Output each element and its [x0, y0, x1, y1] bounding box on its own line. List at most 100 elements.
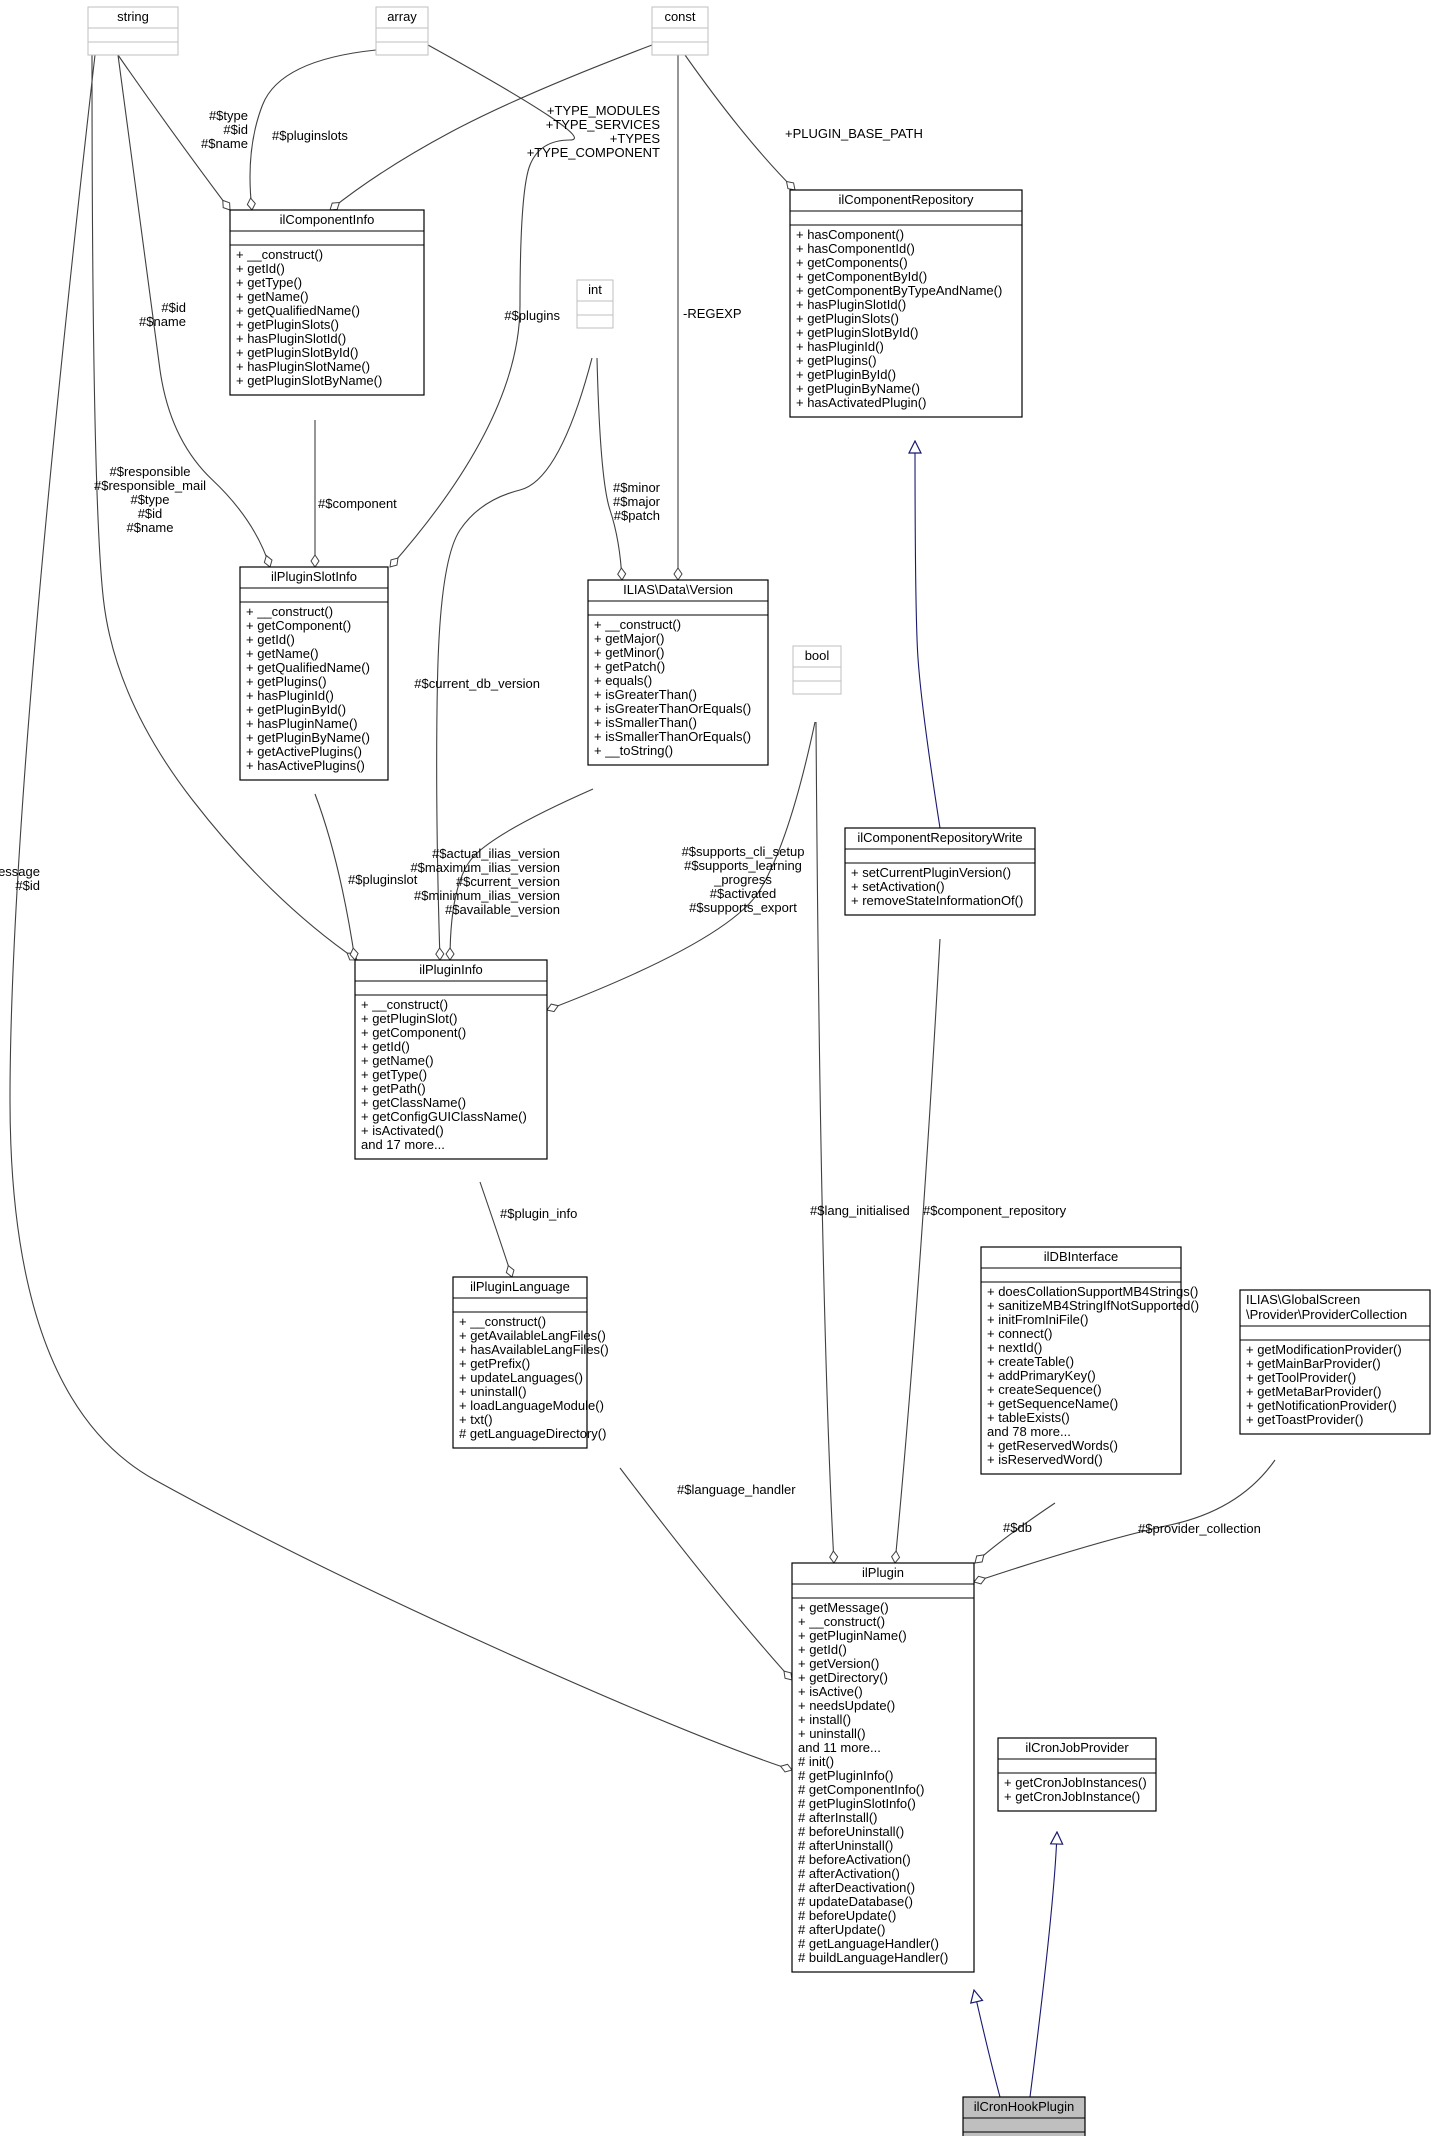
class-member: # afterUpdate()	[798, 1922, 885, 1937]
edge-e-lang-plugin	[619, 1467, 793, 1681]
class-member: + hasPluginSlotId()	[236, 331, 346, 346]
edge-label-line: -REGEXP	[683, 306, 742, 321]
class-box	[962, 2096, 1086, 2136]
class-member: + getQualifiedName()	[236, 303, 360, 318]
edge-label-line: #$plugins	[504, 308, 560, 323]
edge-e-db-plugin	[974, 1502, 1056, 1564]
edge-label: #$type#$id#$name	[201, 108, 248, 151]
class-node-ilComponentRepositoryWrite[interactable]: + setCurrentPluginVersion()+ setActivati…	[844, 827, 1036, 916]
edge-label: #$db	[1003, 1520, 1032, 1535]
class-node-Version[interactable]: + __construct()+ getMajor()+ getMinor()+…	[587, 579, 769, 766]
class-member: + __construct()	[459, 1314, 546, 1329]
class-member: # afterDeactivation()	[798, 1880, 915, 1895]
class-member: # buildLanguageHandler()	[798, 1950, 948, 1965]
edge-label: #$plugin_info	[500, 1206, 577, 1221]
class-member: + getConfigGUIClassName()	[361, 1109, 527, 1124]
class-member: + getPrefix()	[459, 1356, 530, 1371]
class-box	[229, 209, 425, 396]
class-node-ilCronJobProvider[interactable]: + getCronJobInstances()+ getCronJobInsta…	[997, 1737, 1157, 1812]
class-node-ilComponentInfo[interactable]: + __construct()+ getId()+ getType()+ get…	[229, 209, 425, 396]
edge-label-line: #$type	[209, 108, 248, 123]
class-name: ilCronHookPlugin	[974, 2099, 1074, 2114]
class-name: ilPluginSlotInfo	[271, 569, 357, 584]
class-member: + hasComponent()	[796, 227, 904, 242]
class-node-ilComponentRepository[interactable]: + hasComponent()+ hasComponentId()+ getC…	[789, 189, 1023, 418]
class-member: + equals()	[594, 673, 652, 688]
class-member: + hasPluginSlotId()	[796, 297, 906, 312]
class-node-const[interactable]: const	[651, 6, 709, 56]
class-member: + initFromIniFile()	[987, 1312, 1089, 1327]
class-member: + uninstall()	[459, 1384, 527, 1399]
class-member: + createTable()	[987, 1354, 1074, 1369]
edge-label: #$id#$name	[139, 300, 186, 329]
class-member: + __construct()	[236, 247, 323, 262]
class-member: + getAvailableLangFiles()	[459, 1328, 606, 1343]
class-node-ilCronHookPlugin[interactable]: ilCronHookPlugin	[962, 2096, 1086, 2136]
edge-label: +PLUGIN_BASE_PATH	[785, 126, 923, 141]
class-member: + __construct()	[798, 1614, 885, 1629]
edge-label-line: #$major	[613, 494, 661, 509]
edge-e-bool-plugininfo	[546, 721, 816, 1013]
class-member: + hasPluginName()	[246, 716, 358, 731]
class-node-string[interactable]: string	[87, 6, 179, 56]
class-member: + getMessage()	[798, 1600, 889, 1615]
class-name: ilPluginInfo	[419, 962, 483, 977]
edge-label: #$responsible#$responsible_mail#$type#$i…	[94, 464, 206, 535]
edge-label-line: +TYPE_COMPONENT	[527, 145, 660, 160]
class-member: + install()	[798, 1712, 851, 1727]
class-member: # getLanguageHandler()	[798, 1936, 939, 1951]
class-node-bool[interactable]: bool	[792, 645, 842, 695]
edge-e-cronprov-cron	[1029, 1832, 1057, 2098]
class-member: + setActivation()	[851, 879, 945, 894]
class-member: # afterInstall()	[798, 1810, 877, 1825]
edge-label: #$pluginslot	[348, 872, 418, 887]
edge-e-bool-plugin	[815, 721, 839, 1564]
class-member: + getCronJobInstances()	[1004, 1775, 1147, 1790]
class-box	[789, 189, 1023, 418]
class-node-array[interactable]: array	[375, 6, 429, 56]
class-node-ilPluginSlotInfo[interactable]: + __construct()+ getComponent()+ getId()…	[239, 566, 389, 781]
class-member: # getComponentInfo()	[798, 1782, 924, 1797]
edge-label-line: #$responsible	[110, 464, 191, 479]
class-member: + getPluginById()	[246, 702, 346, 717]
class-member: + nextId()	[987, 1340, 1042, 1355]
class-member: + getId()	[246, 632, 295, 647]
class-node-ProviderCollection[interactable]: + getModificationProvider()+ getMainBarP…	[1239, 1289, 1431, 1435]
class-name: array	[387, 9, 417, 24]
class-node-ilPluginLanguage[interactable]: + __construct()+ getAvailableLangFiles()…	[452, 1276, 609, 1449]
edge-label-line: #$plugin_info	[500, 1206, 577, 1221]
class-member: # afterUninstall()	[798, 1838, 893, 1853]
class-node-int[interactable]: int	[576, 279, 614, 329]
edge-label-line: #$name	[139, 314, 186, 329]
class-member: + getMetaBarProvider()	[1246, 1384, 1381, 1399]
edge-label-line: #$pluginslots	[272, 128, 348, 143]
edge-label: #$lang_initialised	[810, 1203, 910, 1218]
class-member: + hasPluginSlotName()	[236, 359, 370, 374]
class-member: + getPluginSlotByName()	[236, 373, 382, 388]
class-member: + txt()	[459, 1412, 493, 1427]
class-member: + getComponentByTypeAndName()	[796, 283, 1002, 298]
edge-label: -REGEXP	[683, 306, 742, 321]
edge-e-const-compinfo	[329, 44, 653, 211]
edge-label-line: #$type	[130, 492, 169, 507]
edge-label-line: +TYPE_SERVICES	[546, 117, 661, 132]
edge-label: #$component_repository	[923, 1203, 1067, 1218]
edge-label-line: #$message	[0, 864, 40, 879]
class-member: + getSequenceName()	[987, 1396, 1118, 1411]
class-box	[375, 6, 429, 56]
class-box	[587, 579, 769, 766]
class-name: ilComponentRepository	[838, 192, 974, 207]
edge-label-line: #$language_handler	[677, 1482, 796, 1497]
edge-e-prov-plugin	[973, 1459, 1276, 1585]
class-member: + getActivePlugins()	[246, 744, 362, 759]
class-box	[651, 6, 709, 56]
edge-e-slot-plugininfo	[314, 793, 359, 961]
class-name: ilCronJobProvider	[1025, 1740, 1129, 1755]
class-member: + getPluginById()	[796, 367, 896, 382]
class-node-ilDBInterface[interactable]: + doesCollationSupportMB4Strings()+ sani…	[980, 1246, 1199, 1475]
class-box	[1239, 1289, 1431, 1435]
class-node-ilPlugin[interactable]: + getMessage()+ __construct()+ getPlugin…	[791, 1562, 975, 1973]
class-member: + createSequence()	[987, 1382, 1102, 1397]
class-node-ilPluginInfo[interactable]: + __construct()+ getPluginSlot()+ getCom…	[354, 959, 548, 1160]
